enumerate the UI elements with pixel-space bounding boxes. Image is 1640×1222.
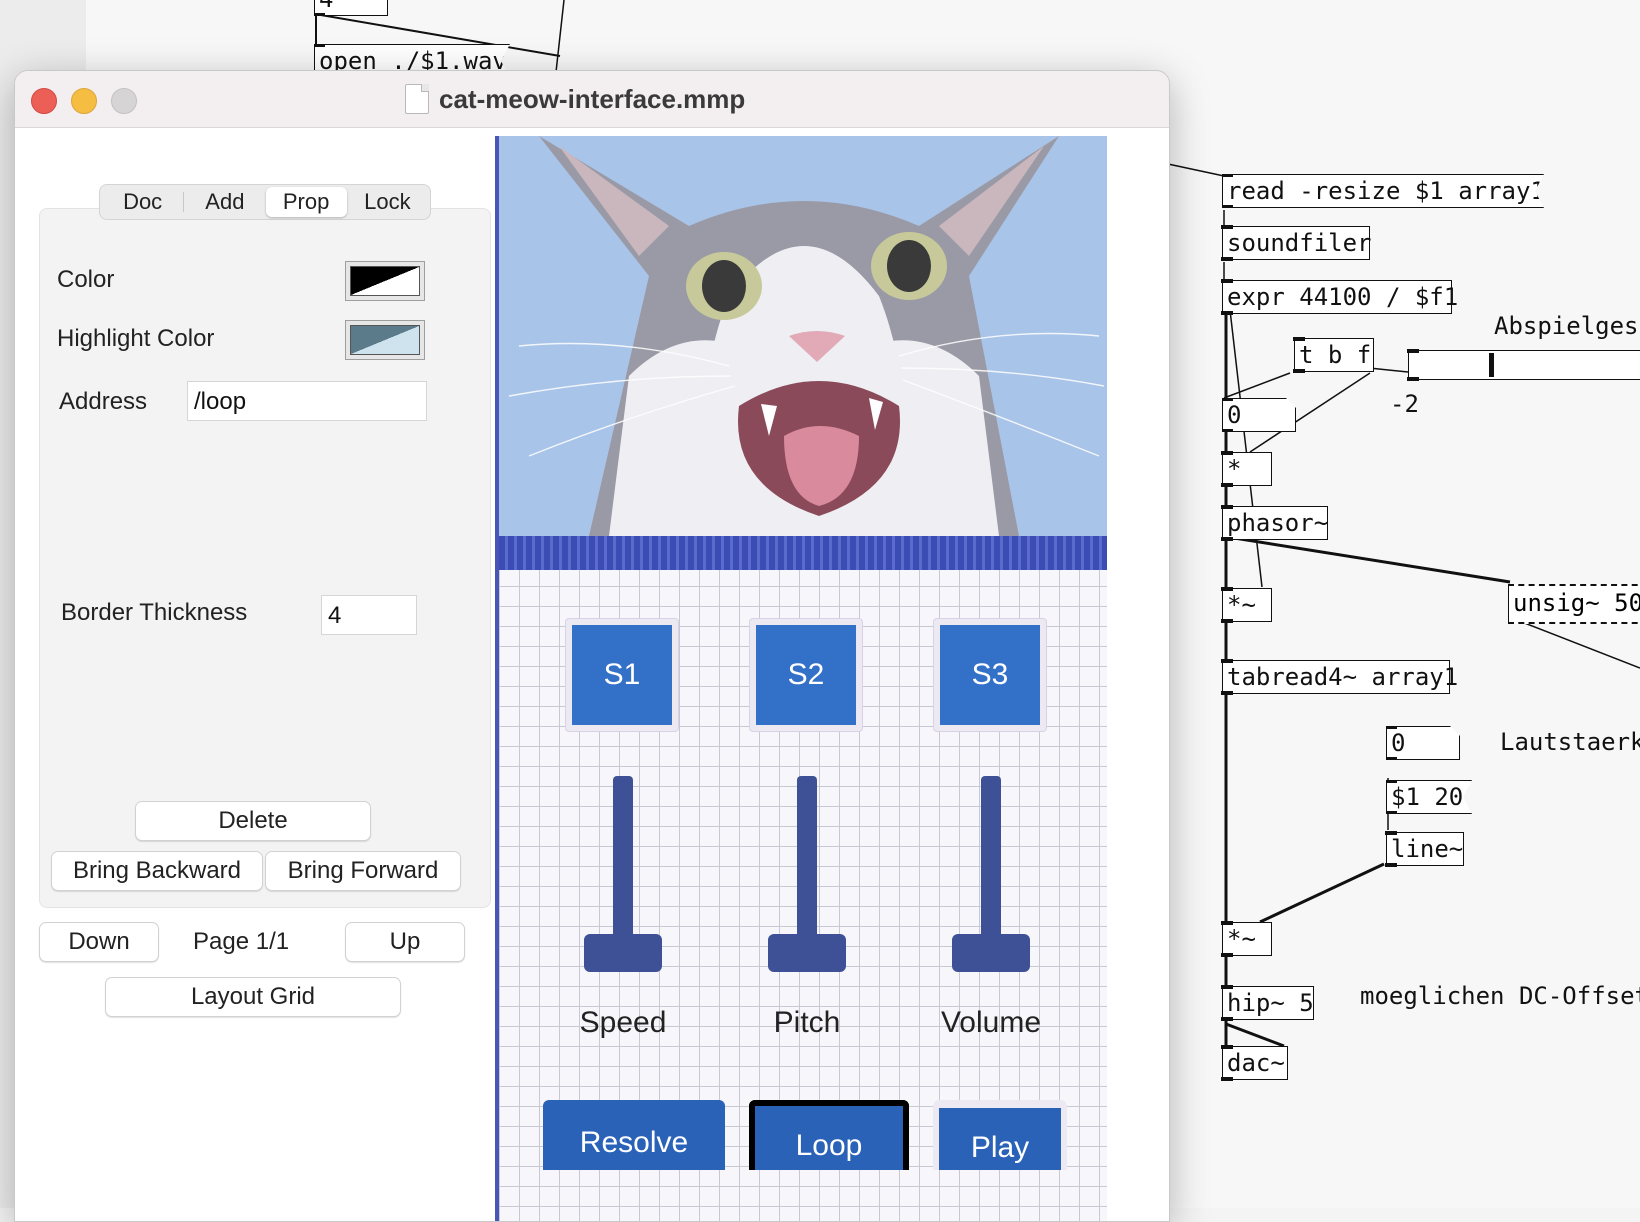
document-icon bbox=[405, 84, 429, 114]
pd-comment-dc-offset: moeglichen DC-Offset bbox=[1360, 982, 1640, 1010]
window-titlebar[interactable]: cat-meow-interface.mmp bbox=[15, 71, 1169, 128]
pd-soundfiler-object[interactable]: soundfiler bbox=[1221, 225, 1372, 261]
volume-slider-track[interactable] bbox=[981, 776, 1001, 956]
page-indicator: Page 1/1 bbox=[193, 928, 290, 955]
pd-ramp-message[interactable]: $1 20 bbox=[1386, 780, 1472, 814]
page-up-button[interactable]: Up bbox=[345, 922, 465, 962]
pd-number-box-volume[interactable]: 0 bbox=[1386, 726, 1460, 760]
speed-slider-knob[interactable] bbox=[584, 934, 662, 972]
address-field[interactable]: /loop bbox=[187, 381, 427, 421]
resolve-button[interactable]: Resolve bbox=[543, 1100, 725, 1170]
speed-slider-track[interactable] bbox=[613, 776, 633, 956]
interface-canvas[interactable]: S1 S2 S3 Speed Pitch Volume Resolve Loop… bbox=[495, 136, 1107, 1221]
delete-button[interactable]: Delete bbox=[135, 801, 371, 841]
layout-grid-button[interactable]: Layout Grid bbox=[105, 977, 401, 1017]
pd-number-box[interactable]: 4 bbox=[314, 0, 388, 16]
pd-dac-object[interactable]: dac~ bbox=[1221, 1045, 1288, 1081]
pd-read-message[interactable]: read -resize $1 array1 bbox=[1222, 174, 1544, 208]
color-well[interactable] bbox=[345, 261, 425, 301]
pd-phasor-object[interactable]: phasor~ bbox=[1221, 505, 1328, 541]
volume-label: Volume bbox=[940, 1006, 1042, 1039]
tab-add[interactable]: Add bbox=[205, 189, 245, 214]
pd-trigger-object[interactable]: t b f bbox=[1293, 337, 1374, 373]
play-button[interactable]: Play bbox=[939, 1108, 1061, 1170]
color-label: Color bbox=[57, 266, 115, 293]
sample-button-frame: S2 bbox=[749, 618, 863, 732]
play-button-frame: Play bbox=[933, 1100, 1067, 1170]
pd-unsig-object[interactable]: unsig~ 50 bbox=[1508, 584, 1640, 624]
page-down-button[interactable]: Down bbox=[39, 922, 159, 962]
mobmuplat-editor-window: cat-meow-interface.mmp Doc Add Prop Lock… bbox=[14, 70, 1170, 1222]
pd-comment-abspielgeschwindigkeit: Abspielgesc bbox=[1494, 312, 1640, 340]
pd-comment-lautstaerke: Lautstaerk bbox=[1500, 728, 1640, 756]
loop-button[interactable]: Loop bbox=[749, 1100, 909, 1170]
minimize-window-button[interactable] bbox=[71, 88, 97, 114]
pd-signal-multiply-object[interactable]: *~ bbox=[1221, 587, 1272, 623]
pitch-slider-track[interactable] bbox=[797, 776, 817, 956]
zoom-window-button[interactable] bbox=[111, 88, 137, 114]
color-well-swatch bbox=[350, 266, 420, 296]
tab-doc[interactable]: Doc bbox=[123, 189, 163, 214]
sample-button-s2[interactable]: S2 bbox=[756, 625, 856, 725]
tab-prop[interactable]: Prop bbox=[265, 187, 347, 217]
cat-photo[interactable] bbox=[499, 136, 1107, 536]
pitch-slider-knob[interactable] bbox=[768, 934, 846, 972]
bring-backward-button[interactable]: Bring Backward bbox=[51, 851, 263, 891]
tab-lock[interactable]: Lock bbox=[364, 189, 411, 214]
sample-button-s1[interactable]: S1 bbox=[572, 625, 672, 725]
pd-horizontal-slider[interactable] bbox=[1407, 349, 1640, 381]
inspector-panel: Doc Add Prop Lock Color Highlight Color … bbox=[15, 128, 515, 1221]
sample-button-frame: S3 bbox=[933, 618, 1047, 732]
pd-tabread4-object[interactable]: tabread4~ array1 bbox=[1221, 659, 1458, 695]
pd-multiply-object[interactable]: * bbox=[1221, 451, 1272, 487]
audio-scrub-bar[interactable] bbox=[499, 536, 1107, 570]
sample-button-frame: S1 bbox=[565, 618, 679, 732]
border-thickness-field[interactable]: 4 bbox=[321, 595, 417, 635]
highlight-color-well[interactable] bbox=[345, 320, 425, 360]
pd-hip-object[interactable]: hip~ 5 bbox=[1221, 985, 1314, 1021]
tab-bar: Doc Add Prop Lock bbox=[99, 184, 431, 220]
highlight-color-well-swatch bbox=[350, 325, 420, 355]
tab-separator bbox=[183, 192, 185, 212]
cat-face-illustration bbox=[499, 136, 1107, 536]
bring-forward-button[interactable]: Bring Forward bbox=[265, 851, 461, 891]
pd-line-object[interactable]: line~ bbox=[1385, 831, 1464, 867]
pd-signal-multiply-object[interactable]: *~ bbox=[1221, 921, 1272, 957]
volume-slider-knob[interactable] bbox=[952, 934, 1030, 972]
pitch-label: Pitch bbox=[773, 1006, 841, 1039]
address-label: Address bbox=[59, 388, 148, 415]
sample-button-s3[interactable]: S3 bbox=[940, 625, 1040, 725]
highlight-color-label: Highlight Color bbox=[57, 325, 215, 352]
close-window-button[interactable] bbox=[31, 88, 57, 114]
slider-handle[interactable] bbox=[1489, 353, 1494, 377]
window-title: cat-meow-interface.mmp bbox=[439, 83, 746, 114]
pd-comment-minus2: -2 bbox=[1390, 390, 1419, 418]
pd-expr-object[interactable]: expr 44100 / $f1 bbox=[1221, 279, 1458, 315]
speed-label: Speed bbox=[579, 1006, 667, 1039]
pd-number-box-0[interactable]: 0 bbox=[1222, 398, 1296, 432]
border-thickness-label: Border Thickness bbox=[61, 599, 248, 626]
